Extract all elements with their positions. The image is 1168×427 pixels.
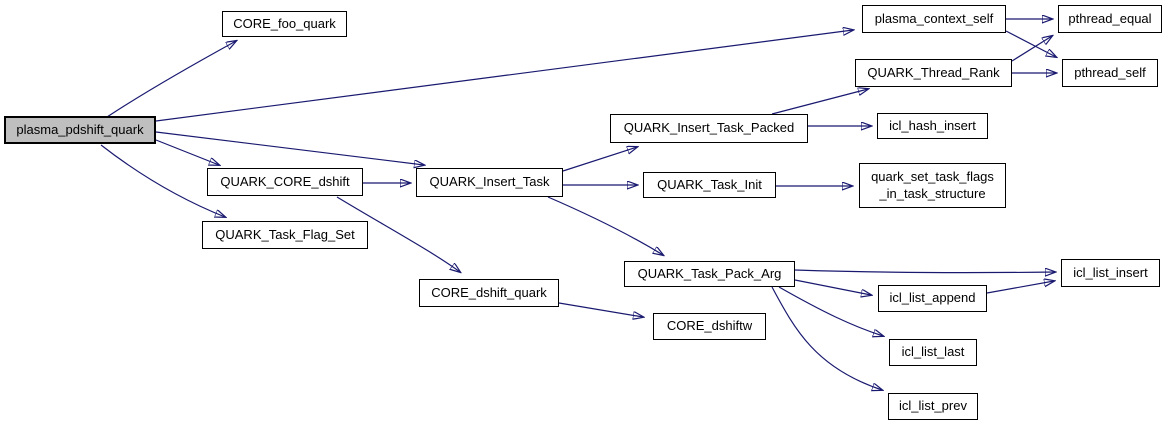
node-CORE_foo_quark[interactable]: CORE_foo_quark [222, 11, 347, 37]
node-icl_list_prev[interactable]: icl_list_prev [888, 393, 978, 420]
edge-QUARK_Insert_Task-QUARK_Task_Pack_Arg [547, 196, 663, 255]
node-label: plasma_context_self [874, 10, 994, 26]
node-plasma_pdshift_quark: plasma_pdshift_quark [4, 116, 156, 144]
node-icl_list_insert[interactable]: icl_list_insert [1061, 259, 1160, 287]
node-label: plasma_pdshift_quark [16, 121, 144, 137]
node-pthread_equal[interactable]: pthread_equal [1058, 5, 1162, 33]
node-label: icl_hash_insert [889, 117, 976, 133]
node-label: QUARK_Insert_Task [429, 174, 550, 190]
node-label: CORE_foo_quark [233, 15, 336, 31]
node-label: icl_list_append [889, 290, 976, 306]
node-icl_list_last[interactable]: icl_list_last [889, 339, 977, 366]
node-label: QUARK_Task_Pack_Arg [637, 265, 782, 281]
node-pthread_self[interactable]: pthread_self [1062, 59, 1158, 87]
node-CORE_dshift_quark[interactable]: CORE_dshift_quark [419, 279, 559, 307]
node-plasma_context_self[interactable]: plasma_context_self [862, 5, 1006, 33]
node-label: CORE_dshift_quark [431, 284, 547, 300]
node-QUARK_Task_Flag_Set[interactable]: QUARK_Task_Flag_Set [202, 221, 368, 249]
node-QUARK_Insert_Task_Packed[interactable]: QUARK_Insert_Task_Packed [610, 114, 808, 143]
node-QUARK_CORE_dshift[interactable]: QUARK_CORE_dshift [207, 168, 363, 196]
edge-CORE_dshift_quark-CORE_dshiftw [558, 302, 643, 317]
node-label: CORE_dshiftw [666, 318, 753, 334]
edge-QUARK_Task_Pack_Arg-icl_list_insert [794, 270, 1055, 273]
node-label: QUARK_Task_Init [657, 176, 762, 192]
node-label: icl_list_prev [899, 398, 967, 414]
edge-plasma_pdshift_quark-QUARK_CORE_dshift [155, 139, 219, 165]
node-label: QUARK_Task_Flag_Set [215, 226, 355, 242]
node-label: QUARK_Thread_Rank [867, 64, 1000, 80]
edge-plasma_pdshift_quark-plasma_context_self [155, 30, 853, 122]
node-label: QUARK_Insert_Task_Packed [623, 120, 795, 136]
edge-QUARK_Insert_Task-QUARK_Insert_Task_Packed [562, 147, 637, 172]
node-label-line-2: _in_task_structure [879, 185, 986, 201]
edge-plasma_pdshift_quark-QUARK_Task_Flag_Set [100, 144, 225, 217]
node-label: QUARK_CORE_dshift [220, 173, 350, 189]
edge-QUARK_Task_Pack_Arg-icl_list_last [778, 286, 883, 336]
edge-QUARK_Thread_Rank-pthread_equal [1011, 36, 1052, 62]
edge-QUARK_Insert_Task_Packed-QUARK_Thread_Rank [771, 89, 868, 115]
edge-QUARK_CORE_dshift-CORE_dshift_quark [336, 196, 460, 272]
node-label: icl_list_insert [1073, 264, 1148, 280]
edge-QUARK_Task_Pack_Arg-icl_list_append [794, 279, 871, 295]
node-QUARK_Thread_Rank[interactable]: QUARK_Thread_Rank [855, 59, 1012, 87]
edge-icl_list_append-icl_list_insert [986, 281, 1054, 294]
node-CORE_dshiftw[interactable]: CORE_dshiftw [653, 313, 766, 340]
node-QUARK_Task_Init[interactable]: QUARK_Task_Init [643, 172, 776, 198]
node-QUARK_Task_Pack_Arg[interactable]: QUARK_Task_Pack_Arg [624, 261, 795, 287]
node-label: icl_list_last [901, 344, 965, 360]
edge-plasma_pdshift_quark-CORE_foo_quark [106, 41, 236, 118]
node-icl_hash_insert[interactable]: icl_hash_insert [877, 113, 988, 139]
node-icl_list_append[interactable]: icl_list_append [878, 285, 987, 312]
node-label: pthread_self [1074, 64, 1146, 80]
node-QUARK_Insert_Task[interactable]: QUARK_Insert_Task [416, 168, 563, 197]
edge-QUARK_Task_Pack_Arg-icl_list_prev [771, 286, 882, 390]
node-quark_set_task_flags_in_task_structure[interactable]: quark_set_task_flags _in_task_structure [859, 163, 1006, 208]
edge-plasma_context_self-pthread_self [1005, 30, 1056, 57]
edge-plasma_pdshift_quark-QUARK_Insert_Task [155, 131, 424, 165]
node-label-line-1: quark_set_task_flags [871, 168, 994, 184]
node-label: pthread_equal [1068, 10, 1152, 26]
